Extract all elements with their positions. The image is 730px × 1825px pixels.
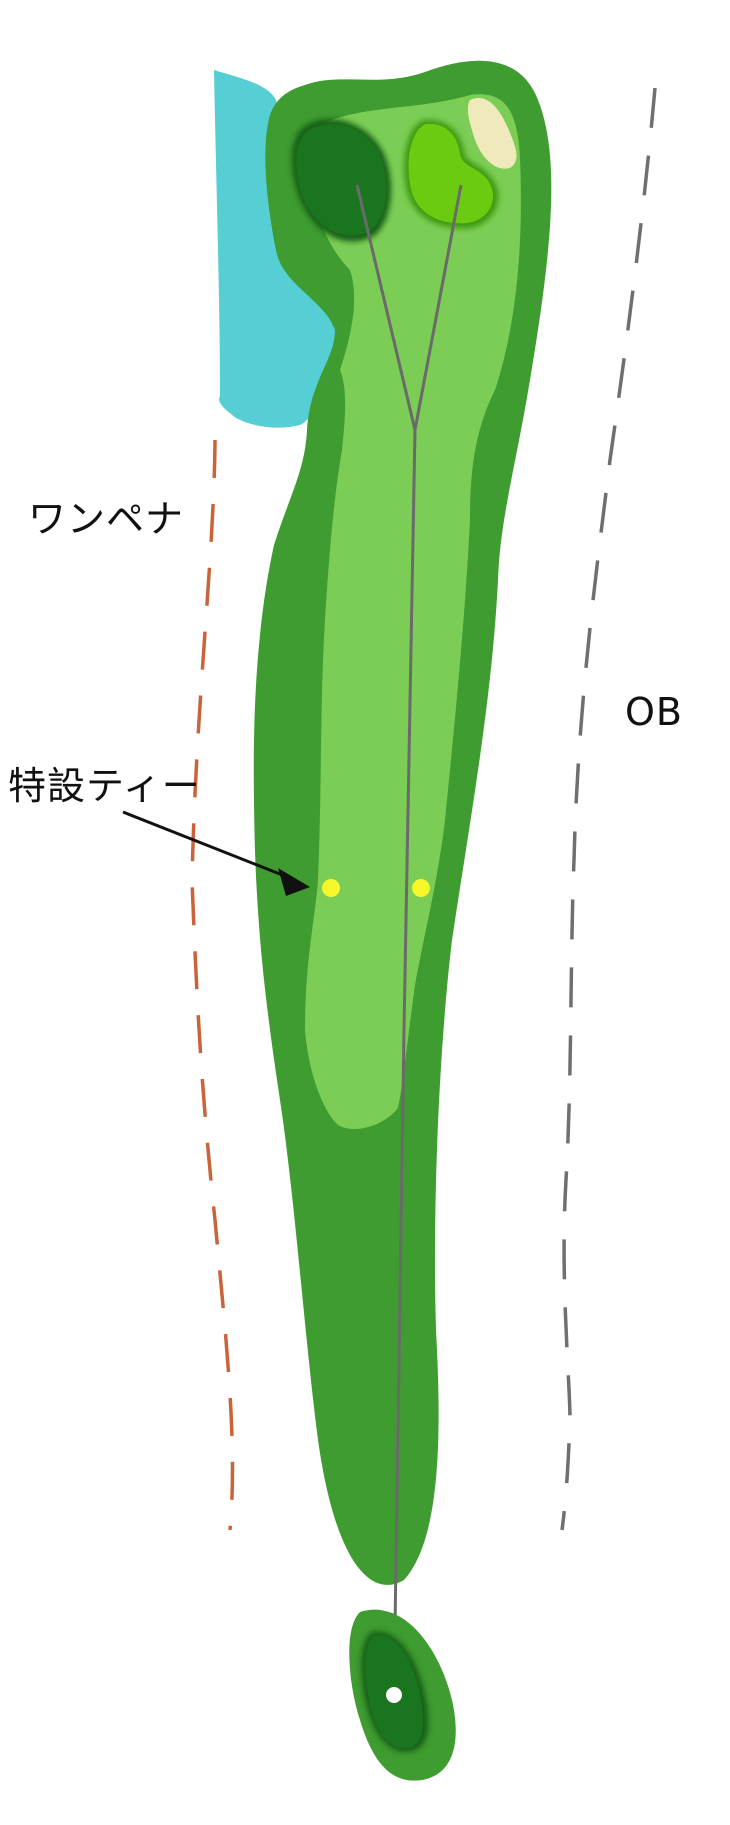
play-line-right-green (413, 184, 463, 431)
ob-label: OB (625, 690, 683, 734)
ob-stake-line (560, 87, 657, 1531)
penalty-label: ワンペナ (28, 497, 185, 541)
penalty-stake-line (190, 439, 235, 1531)
special-tee-label: 特設ティー (8, 764, 201, 808)
pin-icon (386, 1687, 402, 1703)
special-tee-marker-left (322, 879, 340, 897)
play-line-main (392, 429, 417, 1696)
special-tee-arrow (122, 810, 310, 896)
bunker (467, 98, 517, 169)
tee-box (349, 1609, 456, 1781)
special-tee-marker-right (412, 879, 430, 897)
play-lines (355, 184, 463, 1696)
play-line-left-green (355, 184, 417, 431)
right-green (404, 119, 499, 229)
